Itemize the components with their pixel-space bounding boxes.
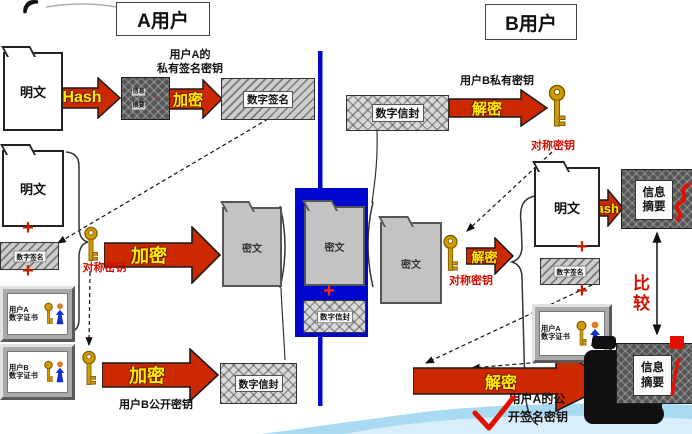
arrow-shape xyxy=(449,89,549,127)
label-user-a-private-key-2: 私有签名密钥 xyxy=(157,63,223,75)
decrypt-arrow-mid: 解密 xyxy=(466,237,515,275)
label-symmetric-key-top: 对称密钥 xyxy=(531,140,575,152)
line-envelope-top-link xyxy=(371,128,378,204)
label-user-a-private-key-1: 用户A的 xyxy=(169,49,211,61)
digest-line1: 信息 xyxy=(642,186,666,199)
hash-arrow-1: Hash xyxy=(58,77,122,119)
encrypt-arrow-2: 加密 xyxy=(104,226,222,284)
red-square-marker xyxy=(670,336,684,349)
digital-signature-box-top: 数字签名 xyxy=(221,78,315,120)
digital-envelope-box-top: 数字信封 xyxy=(346,95,449,131)
digest-box-small: 信息 摘要 ↑ xyxy=(121,77,170,120)
red-slash-icon xyxy=(670,357,681,397)
label-user-a-public-key-1: 用户A的公 xyxy=(508,392,566,406)
folder-ciphertext-package: 密文 xyxy=(302,200,365,286)
label-symmetric-key-a: 对称密钥 xyxy=(82,262,127,274)
label-user-a-public-key-2: 开签名密钥 xyxy=(507,410,568,424)
title-user-b: B用户 xyxy=(485,4,577,40)
up-arrow-icon: ↑ xyxy=(151,90,160,107)
arrow-shape xyxy=(58,77,122,119)
digital-signature-box-b-stack: 数字签名 xyxy=(540,258,600,285)
encrypt-arrow-3: 加密 xyxy=(102,348,220,402)
digital-envelope-box-bottom: 数字信封 xyxy=(220,363,297,404)
plus-sign: + xyxy=(22,217,34,239)
person-icon xyxy=(55,361,65,383)
corner-line xyxy=(45,3,118,8)
digest-box-bottom: 信息 摘要 xyxy=(616,343,692,404)
digital-signature-box-a-stack: 数字签名 xyxy=(0,242,59,270)
digest-line2: 摘要 xyxy=(131,101,145,110)
plus-sign: + xyxy=(576,236,588,258)
key-icon xyxy=(44,302,53,324)
certificate-user-a-plaque-1: 用户A 数字证书 xyxy=(0,286,75,342)
blue-divider-bottom xyxy=(318,336,323,406)
arrow-shape xyxy=(102,348,220,402)
digest-box-top: 信息 摘要 xyxy=(621,169,692,229)
folder-plaintext-1: 明文 xyxy=(1,46,63,131)
title-user-a: A用户 xyxy=(116,2,210,36)
blue-divider-top xyxy=(318,51,323,188)
certificate-user-b-plaque: 用户B 数字证书 xyxy=(0,344,75,400)
label-user-b-private-key: 用户B私有密钥 xyxy=(460,75,534,87)
cert-line1: 用户B xyxy=(9,363,29,372)
digest-line2: 摘要 xyxy=(641,376,664,389)
puzzle-shape xyxy=(644,404,664,424)
key-icon xyxy=(44,360,53,382)
folder-plaintext-b: 明文 xyxy=(532,161,600,247)
label-compare: 比较 xyxy=(630,274,649,314)
line-envelope-bottom-link xyxy=(280,287,286,361)
label-symmetric-key-b: 对称密钥 xyxy=(449,275,493,287)
arrow-shape xyxy=(466,237,515,275)
encrypt-arrow-1: 加密 xyxy=(166,79,224,119)
cert-line2: 数字证书 xyxy=(9,313,38,322)
plus-sign: + xyxy=(22,260,34,282)
cert-line1: 用户A xyxy=(9,305,29,314)
digest-line1: 信息 xyxy=(131,87,145,96)
person-icon xyxy=(590,321,600,346)
label-user-b-public-key: 用户B公开密钥 xyxy=(119,399,193,411)
folder-ciphertext-2: 密文 xyxy=(378,216,442,304)
brace-package-right xyxy=(367,201,374,288)
digital-envelope-box-package: 数字信封 xyxy=(303,300,366,333)
folder-ciphertext-1: 密文 xyxy=(220,201,282,287)
key-icon-symmetric-top xyxy=(546,84,568,130)
folder-plaintext-2: 明文 xyxy=(0,144,64,227)
squiggle-arrow-icon xyxy=(674,182,691,222)
certificate-user-a-plaque-2: 用户A 数字证书 xyxy=(532,304,612,363)
dashed-arrow-key-down xyxy=(85,271,93,347)
decrypt-arrow-top: 解密 xyxy=(449,89,549,127)
cert-line2: 数字证书 xyxy=(541,332,570,341)
key-icon-user-b-public xyxy=(80,348,98,390)
corner-swoosh xyxy=(23,0,39,14)
cert-line2: 数字证书 xyxy=(9,371,38,380)
key-icon xyxy=(576,320,587,346)
key-icon-symmetric-b xyxy=(441,233,460,275)
arrow-shape xyxy=(166,79,224,119)
plus-sign: + xyxy=(323,280,335,302)
digest-line1: 信息 xyxy=(641,362,664,375)
digest-line2: 摘要 xyxy=(642,201,666,213)
plus-sign: + xyxy=(576,280,588,302)
person-icon xyxy=(55,303,65,325)
